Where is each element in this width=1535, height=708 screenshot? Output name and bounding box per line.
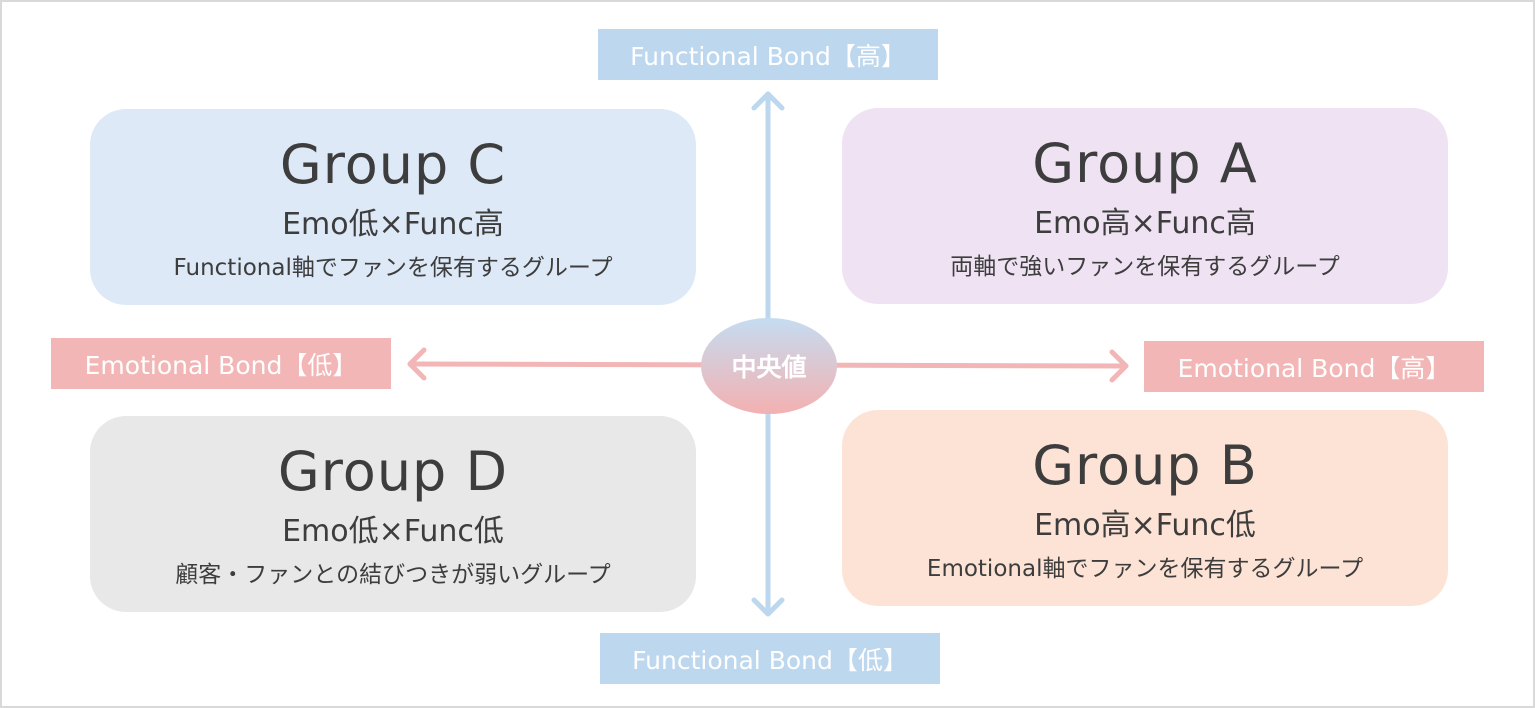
group-c-box: Group C Emo低×Func高 Functional軸でファンを保有するグ… (90, 109, 696, 305)
group-d-box: Group D Emo低×Func低 顧客・ファンとの結びつきが弱いグループ (90, 416, 696, 612)
group-c-title: Group C (279, 133, 507, 196)
group-d-description: 顧客・ファンとの結びつきが弱いグループ (175, 562, 611, 588)
group-b-subtitle: Emo高×Func低 (1034, 508, 1256, 543)
group-a-title: Group A (1032, 132, 1258, 195)
group-c-description: Functional軸でファンを保有するグループ (173, 255, 613, 281)
emotional-bond-low-label: Emotional Bond【低】 (51, 338, 391, 389)
median-center-node: 中央値 (701, 318, 837, 414)
group-b-description: Emotional軸でファンを保有するグループ (926, 556, 1364, 582)
group-a-subtitle: Emo高×Func高 (1034, 206, 1256, 241)
emotional-bond-high-label: Emotional Bond【高】 (1144, 341, 1484, 392)
functional-bond-low-label: Functional Bond【低】 (600, 633, 940, 684)
group-d-subtitle: Emo低×Func低 (282, 514, 504, 549)
group-a-box: Group A Emo高×Func高 両軸で強いファンを保有するグループ (842, 108, 1448, 304)
functional-bond-high-label: Functional Bond【高】 (598, 29, 938, 80)
group-b-box: Group B Emo高×Func低 Emotional軸でファンを保有するグル… (842, 410, 1448, 606)
group-c-subtitle: Emo低×Func高 (282, 207, 504, 242)
group-b-title: Group B (1032, 434, 1258, 497)
group-d-title: Group D (277, 440, 509, 503)
group-a-description: 両軸で強いファンを保有するグループ (950, 254, 1340, 280)
